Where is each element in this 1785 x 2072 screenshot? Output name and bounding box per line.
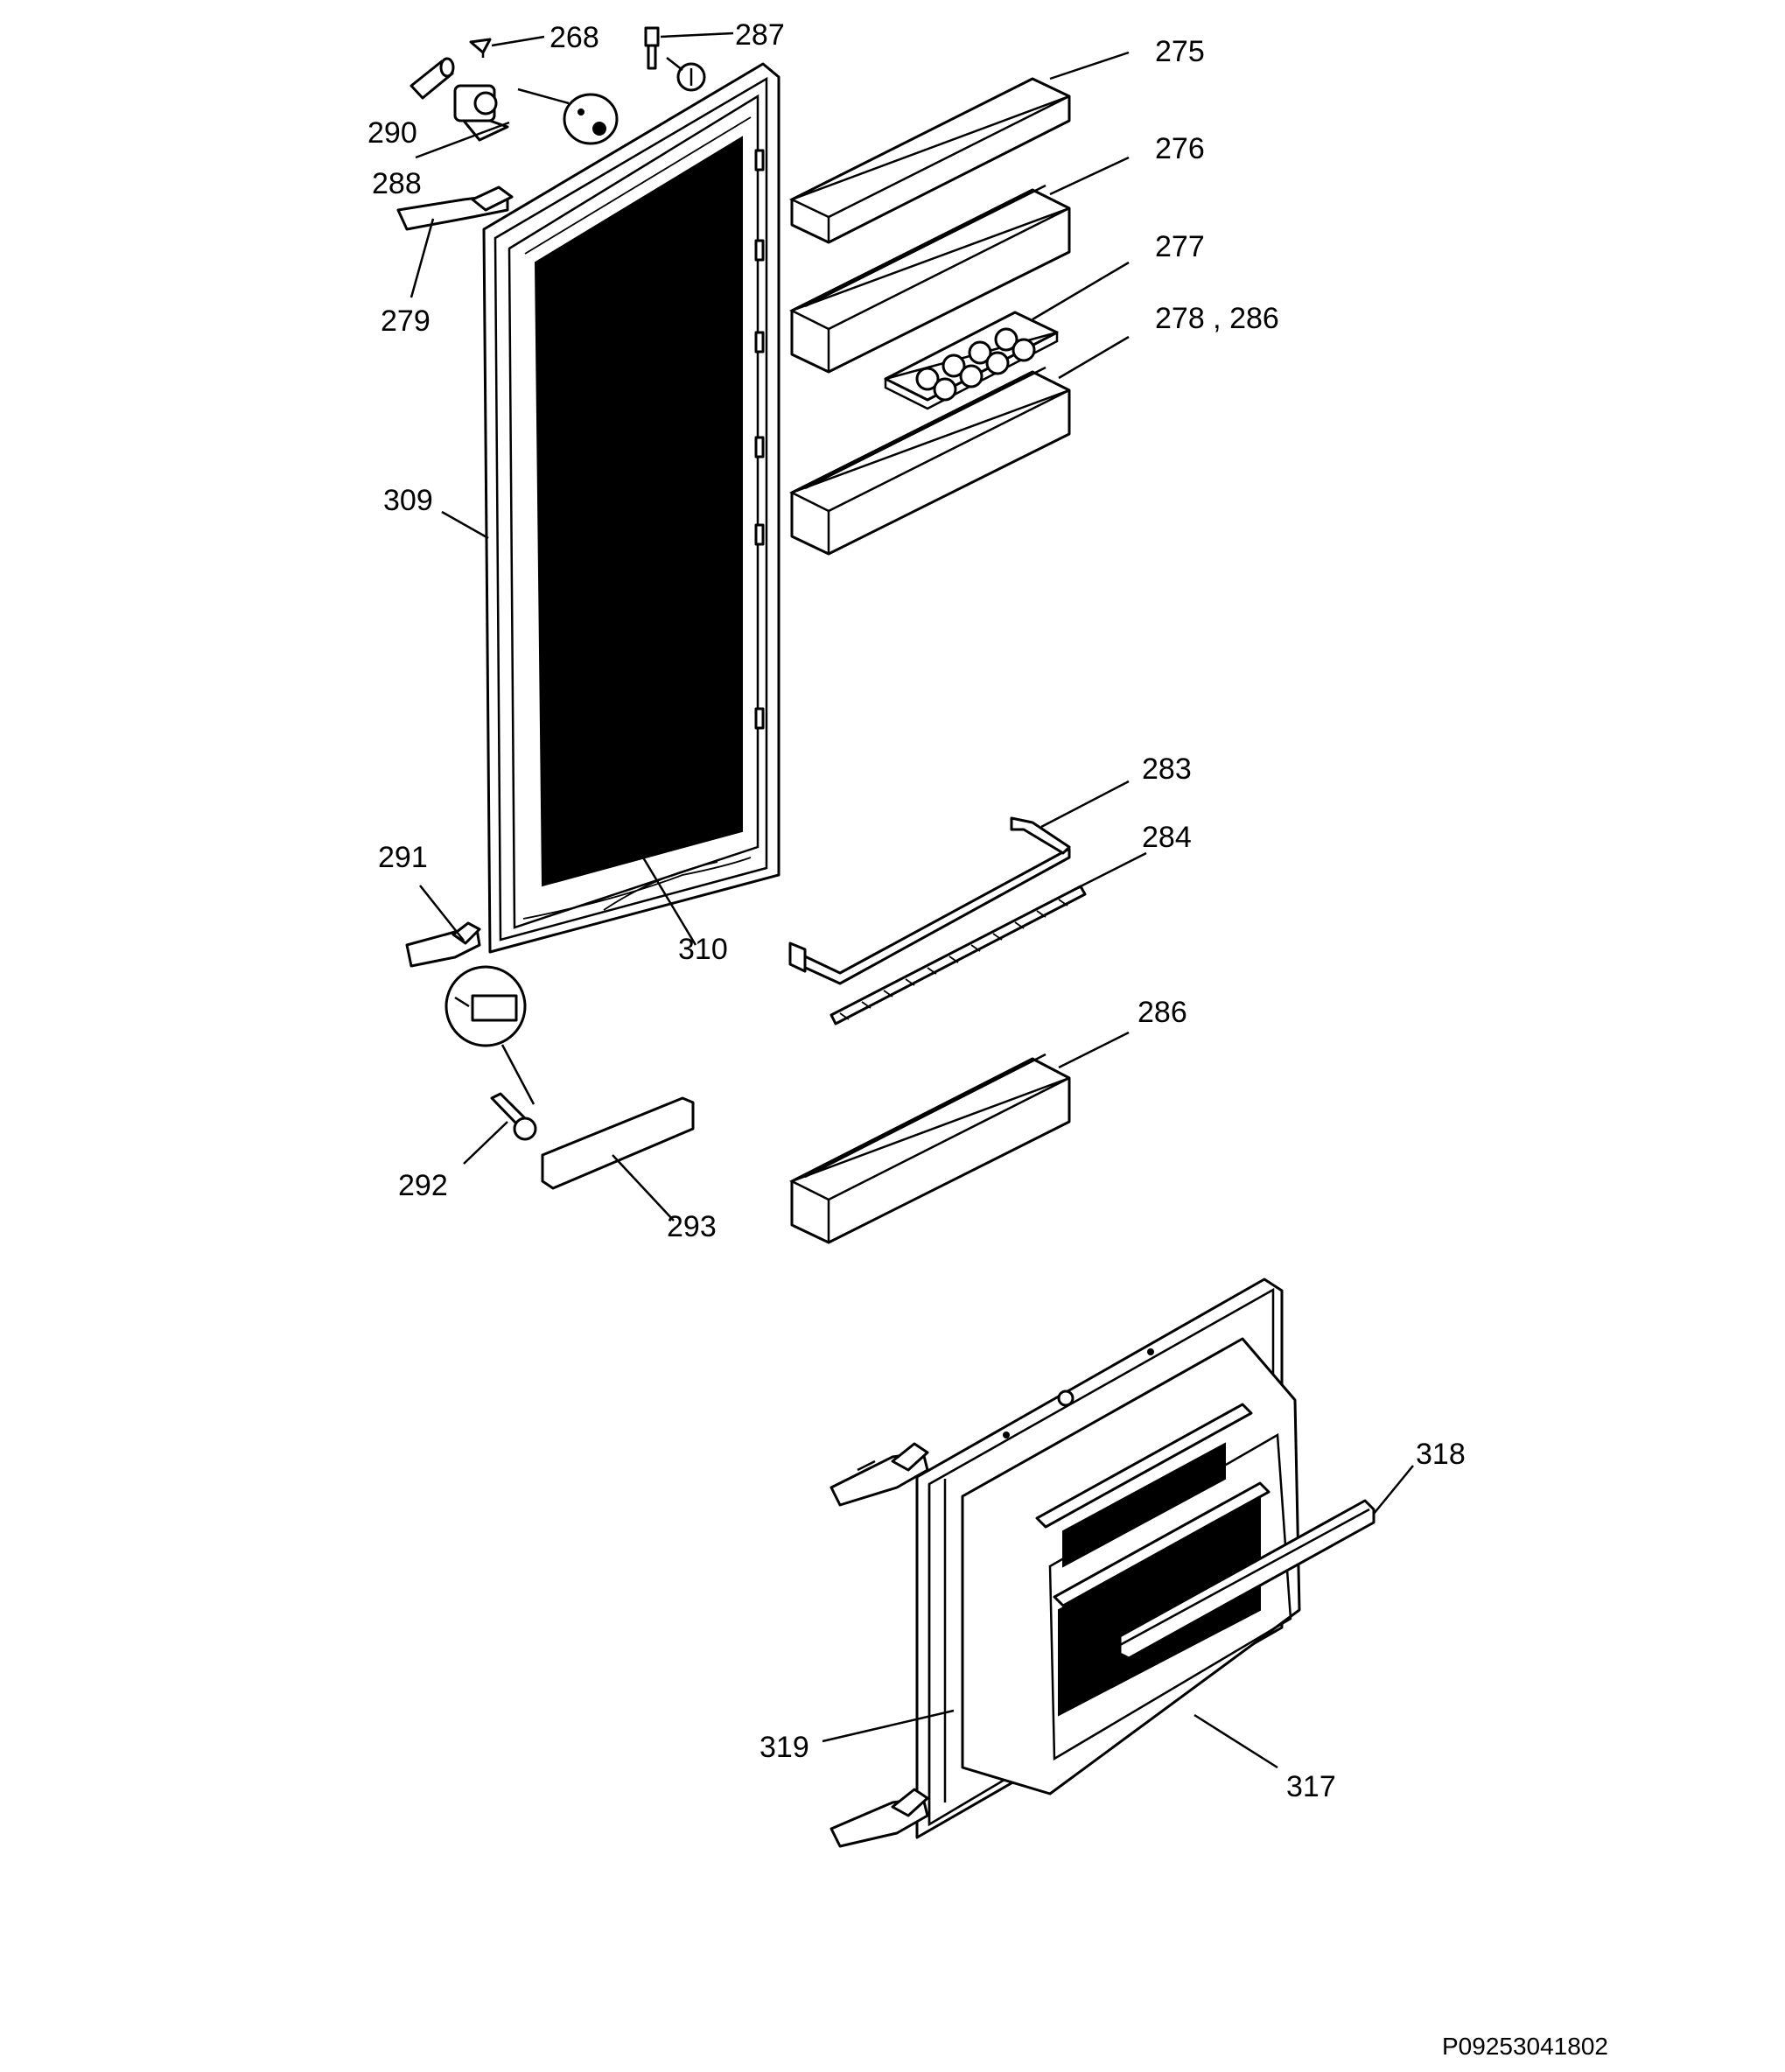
part-label-284: 284 [1142, 821, 1192, 854]
leader-lines-upper-left [410, 32, 734, 946]
part-label-317: 317 [1286, 1770, 1336, 1803]
part-label-276: 276 [1155, 132, 1205, 165]
detail-circle [444, 965, 536, 1105]
part-label-293: 293 [667, 1210, 717, 1243]
freezer-door-319 [915, 1278, 1301, 1839]
part-label-286: 286 [1138, 996, 1187, 1029]
part-292-pin [463, 1092, 537, 1165]
part-label-275: 275 [1155, 35, 1205, 68]
top-hinge-279 [396, 186, 514, 231]
drawing-reference-number: P09253041802 [1442, 2033, 1608, 2060]
part-label-287: 287 [735, 18, 785, 52]
part-288-knob-detail [563, 93, 619, 145]
part-label-310: 310 [678, 933, 728, 966]
part-label-278-286: 278 , 286 [1155, 302, 1279, 335]
bottom-hinge-291 [405, 921, 481, 968]
door-shelf-286 [788, 1031, 1130, 1244]
part-label-283: 283 [1142, 752, 1192, 786]
part-label-279: 279 [381, 304, 430, 338]
freezer-bottom-hinge [830, 1788, 929, 1848]
part-287-sensor [644, 26, 706, 92]
part-label-268: 268 [550, 21, 599, 54]
fridge-door-309 [482, 62, 780, 954]
part-290-cylinder [410, 57, 455, 100]
part-268-screw [469, 38, 492, 58]
part-288-thermostat [453, 84, 509, 142]
part-label-309: 309 [383, 484, 433, 517]
part-label-277: 277 [1155, 230, 1205, 263]
bottle-holder-284 [830, 851, 1147, 1026]
part-293-cover [541, 1096, 695, 1222]
part-label-290: 290 [368, 116, 417, 150]
freezer-handle-318 [1118, 1465, 1414, 1660]
part-label-318: 318 [1416, 1438, 1466, 1471]
freezer-top-hinge [830, 1442, 929, 1507]
door-shelf-275 [788, 51, 1130, 244]
door-shelf-276 [788, 156, 1130, 374]
part-label-288: 288 [372, 167, 422, 200]
bottle-rail-283 [788, 780, 1130, 985]
egg-tray-277 [884, 261, 1130, 410]
part-label-291: 291 [378, 841, 428, 874]
part-label-319: 319 [760, 1731, 809, 1764]
door-shelf-278 [788, 335, 1130, 556]
leader-lines-freezer [822, 1709, 1278, 1769]
part-label-292: 292 [398, 1169, 448, 1202]
